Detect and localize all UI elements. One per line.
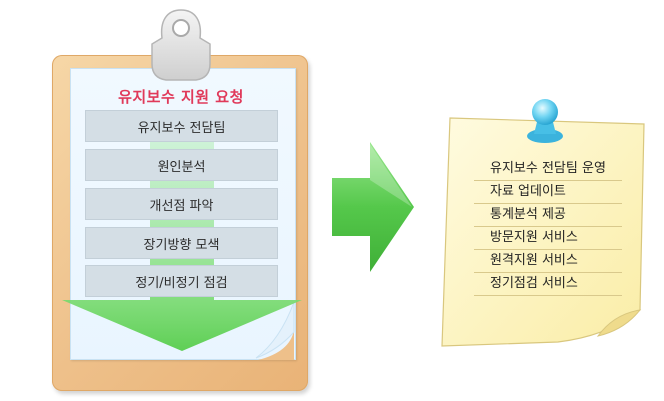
pushpin-icon bbox=[527, 99, 563, 143]
service-item: 유지보수 전담팀 운영 bbox=[474, 158, 622, 181]
service-item: 자료 업데이트 bbox=[474, 181, 622, 204]
step-item: 정기/비정기 점검 bbox=[85, 265, 278, 297]
service-item: 정기점검 서비스 bbox=[474, 273, 622, 296]
step-item: 유지보수 전담팀 bbox=[85, 110, 278, 142]
service-item: 방문지원 서비스 bbox=[474, 227, 622, 250]
step-item: 장기방향 모색 bbox=[85, 227, 278, 259]
service-item: 원격지원 서비스 bbox=[474, 250, 622, 273]
request-title: 유지보수 지원 요청 bbox=[118, 88, 244, 106]
service-list: 유지보수 전담팀 운영 자료 업데이트 통계분석 제공 방문지원 서비스 원격지… bbox=[474, 158, 622, 296]
page-curl bbox=[255, 300, 295, 360]
right-arrow-icon bbox=[332, 142, 414, 272]
service-item: 통계분석 제공 bbox=[474, 204, 622, 227]
sticky-note bbox=[441, 117, 645, 347]
step-item: 원인분석 bbox=[85, 149, 278, 181]
step-item: 개선점 파악 bbox=[85, 188, 278, 220]
clip-icon bbox=[151, 9, 211, 81]
